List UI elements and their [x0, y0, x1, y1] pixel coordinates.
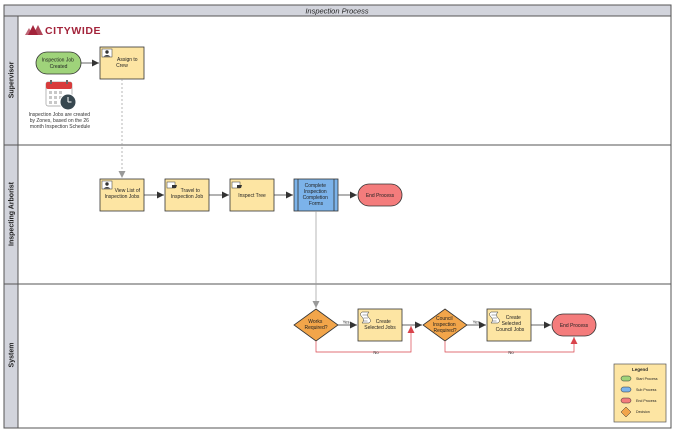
edge-council-no — [444, 337, 578, 353]
legend-label-start: Start Process — [636, 377, 658, 381]
edge-label-council-no: No — [508, 350, 514, 355]
node-view-list-line1: View List of — [115, 188, 141, 194]
pool-title-bar — [3, 4, 672, 17]
svg-text:Create Selected Co: Create Selected Council Jobs — [496, 315, 525, 333]
node-create-council-jobs[interactable]: Create Selected Council Jobs — [486, 308, 532, 342]
svg-text:Travel to Inspection Job: Travel to Inspection Job — [171, 188, 203, 200]
node-inspect-tree-label: Inspect Tree — [238, 193, 266, 199]
svg-text:Works Required?: Works Required? — [304, 319, 327, 331]
legend-swatch-start — [620, 375, 632, 382]
node-create-jobs-line2: Selected Jobs — [364, 325, 396, 331]
legend-label-end: End Process — [636, 399, 657, 403]
node-create-council-jobs-line1: Create — [506, 315, 521, 321]
node-travel[interactable]: Travel to Inspection Job — [164, 178, 210, 212]
node-view-list[interactable]: View List of Inspection Jobs — [99, 178, 145, 212]
node-assign-crew-line2: Crew — [116, 63, 128, 69]
svg-text:View List of Inspection: View List of Inspection Jobs — [105, 188, 142, 200]
manual-task-icon — [231, 181, 242, 189]
lane-label-system: System — [9, 343, 16, 368]
lane-label-arborist: Inspecting Arborist — [9, 181, 16, 246]
node-travel-line1: Travel to — [181, 188, 200, 194]
legend-swatch-decision — [620, 406, 632, 418]
node-create-council-jobs-line2: Selected — [502, 321, 522, 327]
node-assign-crew-line1: Assign to — [117, 57, 138, 63]
node-works-required-line1: Works — [308, 319, 323, 325]
node-view-list-line2: Inspection Jobs — [105, 194, 140, 200]
node-assign-crew[interactable]: Assign to Crew — [99, 46, 145, 80]
node-council-required-line1: Council — [436, 316, 453, 322]
schedule-note: Inspection Jobs are created by Zones, ba… — [29, 112, 92, 130]
node-inspect-tree[interactable]: Inspect Tree — [229, 178, 275, 212]
node-end-arborist[interactable]: End Process — [357, 183, 403, 207]
edge-label-council-yes: Yes — [473, 320, 480, 325]
legend-title: Legend — [632, 367, 648, 372]
svg-text:Inspection Job Created: Inspection Job Created — [42, 58, 76, 71]
user-icon — [101, 180, 113, 190]
diagram-title: Inspection Process — [305, 7, 369, 16]
brand-name: CITYWIDE — [45, 25, 101, 37]
edge-works-no — [315, 326, 415, 353]
node-job-created-line2: Created — [50, 64, 68, 70]
script-task-icon — [489, 311, 500, 324]
legend-label-decision: Decision — [636, 410, 650, 414]
node-travel-line2: Inspection Job — [171, 194, 203, 200]
legend-swatch-sub — [620, 386, 632, 393]
node-end-system-label: End Process — [560, 323, 589, 329]
edge-label-works-no: No — [373, 350, 379, 355]
node-council-required-line2: Inspection — [433, 322, 456, 328]
node-complete-forms[interactable]: Complete Inspection Completion Forms — [293, 178, 339, 212]
svg-text:Complete Inspection: Complete Inspection Completion Forms — [303, 183, 330, 207]
calendar-clock-icon — [45, 80, 77, 111]
citywide-logo: CITYWIDE — [25, 25, 101, 37]
node-end-arborist-label: End Process — [366, 193, 395, 199]
node-create-jobs[interactable]: Create Selected Jobs — [357, 308, 403, 342]
node-job-created[interactable]: Inspection Job Created — [35, 51, 82, 75]
node-complete-forms-line3: Completion — [303, 195, 329, 201]
legend-label-sub: Sub Process — [636, 388, 657, 392]
node-job-created-line1: Inspection Job — [42, 58, 74, 64]
legend: Legend Start Process Sub Process End Pro… — [613, 363, 667, 423]
user-icon — [101, 48, 113, 58]
node-complete-forms-line4: Forms — [309, 201, 324, 207]
node-end-system[interactable]: End Process — [551, 313, 597, 337]
lane-label-supervisor: Supervisor — [9, 61, 16, 98]
lane-header-column — [3, 15, 19, 429]
manual-task-icon — [166, 181, 177, 189]
node-complete-forms-line1: Complete — [305, 183, 327, 189]
node-create-council-jobs-line3: Council Jobs — [496, 327, 525, 333]
legend-swatch-end — [620, 397, 632, 404]
node-council-required-line3: Required? — [433, 328, 456, 334]
script-task-icon — [360, 311, 371, 324]
svg-text:Assign to Crew: Assign to Crew — [116, 57, 139, 69]
node-works-required-line2: Required? — [304, 325, 327, 331]
edge-label-works-yes: Yes — [343, 320, 350, 325]
node-complete-forms-line2: Inspection — [304, 189, 327, 195]
svg-text:Council Inspection: Council Inspection Required? — [433, 316, 457, 334]
svg-text:Create Selected Jobs: Create Selected Jobs — [364, 319, 396, 331]
citywide-logo-icon — [25, 25, 43, 35]
node-create-jobs-line1: Create — [376, 319, 391, 325]
